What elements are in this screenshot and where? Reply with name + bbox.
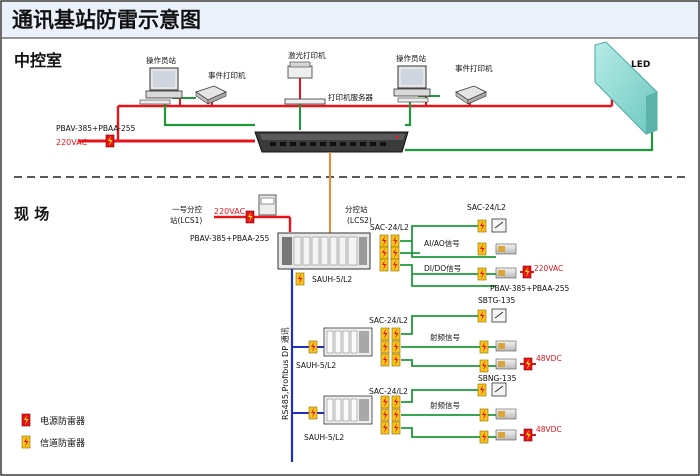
remote-io-rack [323, 395, 373, 425]
power-protector-icon [245, 210, 255, 224]
legend-signal-label: 信道防雷器 [40, 437, 85, 449]
signal-protector-icon [308, 406, 318, 420]
signal-protector-icon [390, 246, 400, 260]
operator-station-icon [139, 67, 183, 105]
legend: 电源防雷器 信道防雷器 [21, 413, 85, 449]
signal-protector-icon [380, 421, 390, 435]
rf-signal-label-2: 射频信号 [430, 400, 460, 410]
vdc-48-label-1: 48VDC [536, 354, 562, 363]
lcs2-label-line2: (LCS2) [347, 216, 372, 225]
instrument-icon [495, 408, 517, 420]
signal-protector-icon [380, 353, 390, 367]
sbng-label: SBNG-135 [478, 374, 517, 383]
pbav-mid-label: PBAV-385+PBAA-255 [190, 234, 270, 243]
vac-220-top: 220VAC [56, 138, 88, 147]
controller-rack [277, 232, 371, 270]
instrument-icon [495, 267, 517, 279]
signal-protector-icon [390, 258, 400, 272]
signal-protector-icon [379, 246, 389, 260]
signal-protector-icon [391, 408, 401, 422]
signal-protector-icon [479, 359, 489, 373]
signal-protector-icon [390, 234, 400, 248]
operator-station-label-2: 操作员站 [396, 53, 426, 63]
signal-protector-icon [391, 421, 401, 435]
laser-printer-label: 激光打印机 [288, 50, 326, 60]
signal-protector-icon [479, 340, 489, 354]
power-protector-icon [522, 265, 532, 279]
legend-signal-icon [21, 435, 31, 449]
instrument-icon [495, 429, 517, 441]
event-printer-icon [455, 85, 487, 105]
remote-io-rack [323, 327, 373, 357]
pbav-top-label: PBAV-385+PBAA-255 [56, 124, 136, 133]
legend-power-label: 电源防雷器 [40, 415, 85, 427]
rf-signal-label-1: 射频信号 [430, 332, 460, 342]
sauh-label-2: SAUH-5/L2 [296, 361, 336, 370]
sac-label-3: SAC-24/L2 [369, 316, 408, 325]
power-protector-icon [105, 134, 115, 148]
led-label: LED [631, 60, 650, 70]
signal-protector-icon [391, 395, 401, 409]
di-do-label: DI/DO信号 [424, 263, 461, 273]
sauh-label-1: SAUH-5/L2 [312, 275, 352, 284]
signal-protector-icon [391, 340, 401, 354]
signal-protector-icon [477, 267, 487, 281]
vdc-48-label-2: 48VDC [536, 425, 562, 434]
field-label: 现 场 [14, 205, 49, 223]
signal-protector-icon [477, 219, 487, 233]
instrument-icon [495, 358, 517, 370]
event-printer-label: 事件打印机 [208, 70, 246, 80]
network-switch [254, 131, 409, 153]
network-line [163, 100, 255, 127]
signal-protector-icon [379, 234, 389, 248]
signal-protector-icon [391, 327, 401, 341]
signal-protector-icon [391, 353, 401, 367]
led-panel [594, 41, 658, 135]
signal-protector-icon [479, 430, 489, 444]
instrument-icon [495, 340, 517, 352]
legend-power-icon [21, 413, 31, 427]
sbtg-label: SBTG-135 [478, 296, 516, 305]
print-server-icon [284, 98, 326, 105]
diagram-title: 通讯基站防雷示意图 [12, 8, 201, 32]
vac-220-right: 220VAC [534, 264, 563, 273]
sac-label-2: SAC-24/L2 [370, 223, 409, 232]
power-protector-icon [523, 428, 533, 442]
signal-protector-icon [380, 327, 390, 341]
instrument-icon [495, 243, 517, 255]
signal-protector-icon [479, 408, 489, 422]
power-protector-icon [523, 357, 533, 371]
signal-protector-icon [308, 340, 318, 354]
signal-protector-icon [477, 383, 487, 397]
vac-220-lcs1: 220VAC [214, 207, 246, 216]
bus-label: RS485,Profibus DP 通讯 [280, 327, 290, 420]
signal-protector-icon [379, 258, 389, 272]
event-printer-icon [195, 85, 227, 105]
operator-station-label: 操作员站 [146, 55, 176, 65]
title-bar [2, 2, 698, 38]
pbav-right-label: PBAV-385+PBAA-255 [490, 284, 570, 293]
event-printer-label-2: 事件打印机 [455, 63, 493, 73]
signal-protector-icon [380, 395, 390, 409]
sauh-label-3: SAUH-5/L2 [304, 433, 344, 442]
ups-unit-icon [258, 194, 277, 216]
signal-protector-icon [380, 340, 390, 354]
print-server-label: 打印机服务器 [328, 92, 373, 102]
sac-label-4: SAC-24/L2 [369, 387, 408, 396]
laser-printer-icon [287, 61, 313, 79]
sac-label-1: SAC-24/L2 [467, 203, 506, 212]
ai-ao-label: AI/AO信号 [424, 238, 460, 248]
signal-protector-icon [477, 309, 487, 323]
signal-protector-icon [477, 242, 487, 256]
signal-protector-icon [295, 272, 305, 286]
control-room-label: 中控室 [14, 51, 62, 70]
operator-station-icon [393, 65, 431, 103]
lcs2-label-line1: 分控站 [345, 204, 368, 214]
signal-protector-icon [380, 408, 390, 422]
lcs1-label-line1: 一号分控 [172, 204, 202, 214]
lcs1-label-line2: 站(LCS1) [170, 215, 202, 225]
